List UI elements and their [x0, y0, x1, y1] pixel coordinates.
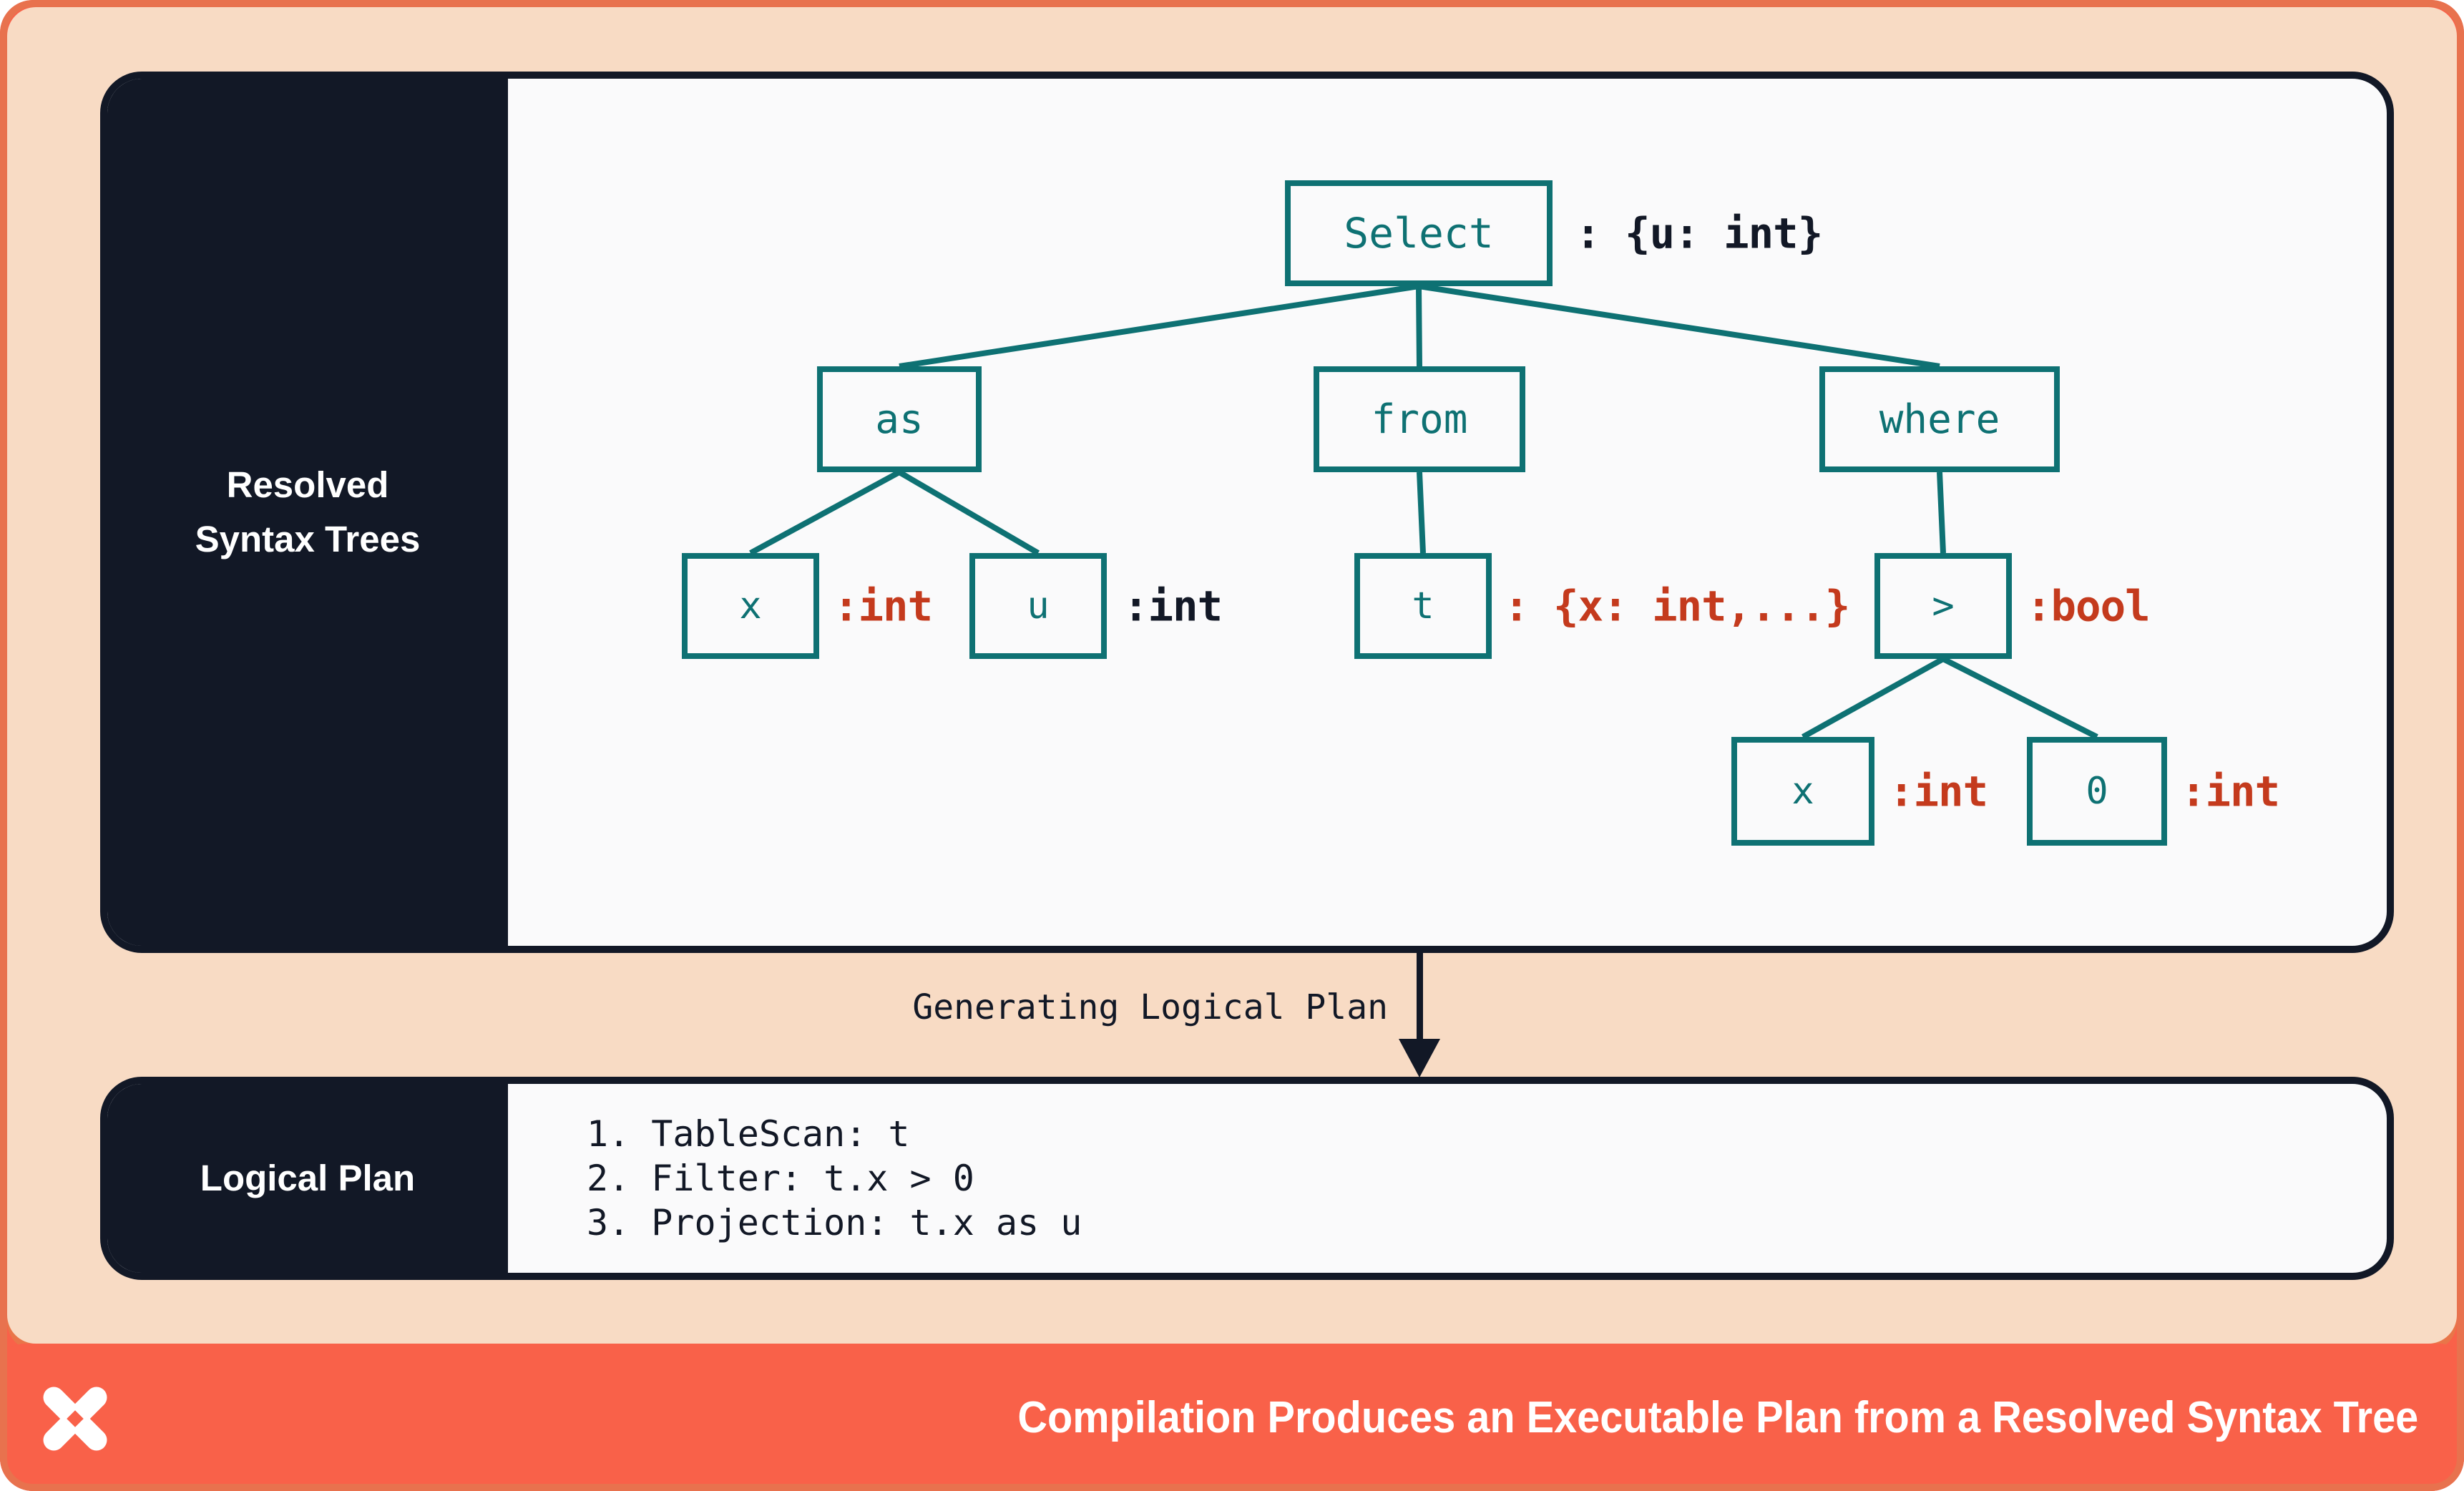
type-annotation-u-alias: :int [1123, 581, 1223, 631]
plan-sidebar-label: Logical Plan [200, 1158, 416, 1198]
plan-card-sidebar: Logical Plan [107, 1084, 508, 1273]
tree-node-label: t [1412, 585, 1434, 627]
type-annotation-x-operand: :int [1889, 766, 1988, 816]
tree-node-label: as [875, 396, 924, 443]
tree-edges [749, 283, 2098, 740]
tree-node-x-operand: x [1731, 737, 1874, 846]
tree-node-zero-operand: 0 [2027, 737, 2167, 846]
tree-node-label: from [1371, 396, 1468, 443]
tree-node-label: 0 [2086, 770, 2108, 813]
sidebar-label-line2: Syntax Trees [195, 519, 421, 559]
type-annotation-t-table: : {x: int,...} [1504, 581, 1850, 631]
plan-steps-list: 1. TableScan: t 2. Filter: t.x > 0 3. Pr… [587, 1084, 2372, 1273]
transition-label: Generating Logical Plan [912, 987, 1388, 1027]
tree-node-u-alias: u [969, 553, 1107, 659]
footer-bar: Compilation Produces an Executable Plan … [0, 1344, 2464, 1491]
type-annotation-gt-operator: :bool [2026, 581, 2151, 631]
plan-step: 3. Projection: t.x as u [587, 1202, 1082, 1243]
down-arrow-icon [1417, 952, 1423, 1043]
tree-node-select: Select [1285, 180, 1553, 286]
tree-node-label: x [739, 585, 762, 627]
tree-node-as: as [817, 366, 982, 472]
tree-node-label: where [1879, 396, 2000, 443]
tree-node-label: > [1932, 585, 1955, 627]
tree-node-label: Select [1344, 209, 1494, 258]
pinwheel-x-logo-icon [43, 1387, 107, 1451]
tree-node-gt-operator: > [1874, 553, 2012, 659]
plan-step: 2. Filter: t.x > 0 [587, 1158, 974, 1199]
tree-node-label: x [1791, 770, 1814, 813]
logical-plan-card: 1. TableScan: t 2. Filter: t.x > 0 3. Pr… [100, 1077, 2394, 1280]
plan-step: 1. TableScan: t [587, 1113, 910, 1155]
type-annotation-select: : {u: int} [1575, 208, 1823, 258]
type-annotation-zero-operand: :int [2181, 766, 2280, 816]
type-annotation-x-alias: :int [833, 581, 933, 631]
tree-node-where: where [1819, 366, 2060, 472]
tree-node-t-table: t [1354, 553, 1492, 659]
tree-node-x-alias: x [682, 553, 819, 659]
syntax-card-sidebar: Resolved Syntax Trees [107, 79, 508, 946]
sidebar-label-line1: Resolved [226, 464, 389, 505]
tree-node-from: from [1314, 366, 1525, 472]
resolved-syntax-trees-card: Select as from where x u t > x 0 : {u: i… [100, 72, 2394, 953]
down-arrow-head-icon [1399, 1039, 1440, 1077]
tree-node-label: u [1027, 585, 1050, 627]
footer-title: Compilation Produces an Executable Plan … [1017, 1392, 2418, 1442]
